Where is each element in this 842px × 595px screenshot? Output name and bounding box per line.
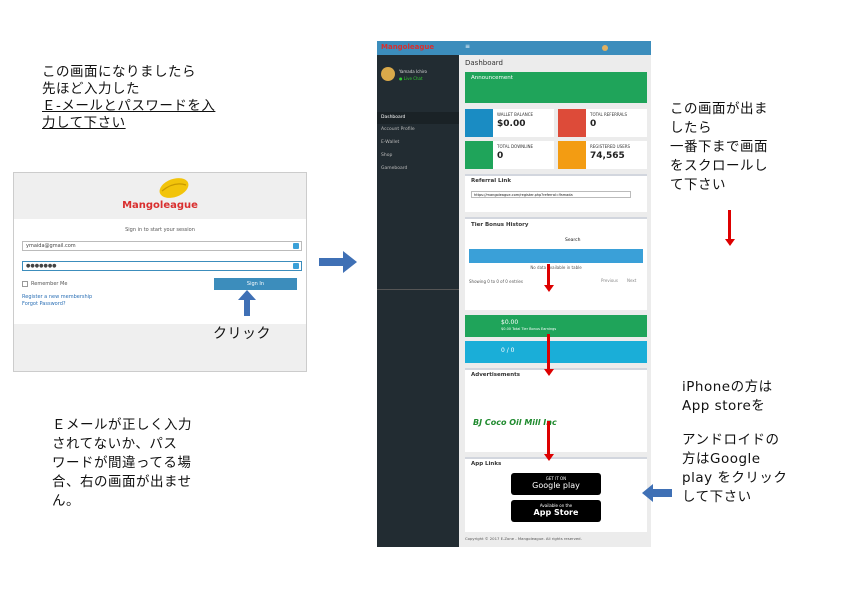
referral-box: Referral Link https://mangoleague.com/re…: [465, 174, 647, 212]
ad-banner[interactable]: BJ Coco Oil Mill Inc: [473, 418, 557, 427]
login-prompt: Sign in to start your session: [125, 227, 195, 233]
red-arrow: [543, 264, 554, 292]
sidebar-item-dashboard[interactable]: Dashboard: [377, 112, 459, 124]
referral-link-input[interactable]: https://mangoleague.com/register.php?ref…: [471, 191, 631, 198]
copyright: Copyright © 2017 E-Zone - Mangoleague. A…: [465, 536, 582, 541]
earnings-box: $0.00 $0.00 Total Tier Bonus Earnings: [465, 315, 647, 337]
red-arrow: [724, 210, 735, 246]
remember-checkbox[interactable]: [22, 281, 28, 287]
error-note: Ｅメールが正しく入力 されてないか、パス ワードが間違ってる場 合、右の画面が出…: [52, 417, 192, 509]
next-button[interactable]: Next: [627, 278, 637, 283]
login-card: Sign in to start your session ymaida@gma…: [14, 219, 306, 324]
user-status: ● Live Chat: [399, 76, 423, 81]
forgot-password-link[interactable]: Forgot Password?: [22, 301, 66, 307]
red-arrow: [543, 421, 554, 461]
page-title: Dashboard: [465, 59, 503, 67]
count-box: 0 / 0: [465, 341, 647, 363]
divider: [377, 289, 459, 290]
password-field[interactable]: ●●●●●●●: [22, 261, 302, 271]
remember-label: Remember Me: [31, 281, 68, 287]
right-arrow-icon: [319, 251, 357, 273]
sidebar: Yamada Ichiro ● Live Chat Dashboard Acco…: [377, 55, 459, 547]
sign-in-button[interactable]: Sign In: [214, 278, 297, 290]
stat-wallet: WALLET BALANCE$0.00: [465, 109, 554, 137]
app-store-button[interactable]: Available on the App Store: [511, 500, 601, 522]
user-name: Yamada Ichiro: [399, 69, 427, 74]
brand-title: Mangoleague: [122, 200, 198, 211]
red-arrow: [543, 334, 554, 376]
dashboard-brand: Mangoleague: [381, 43, 435, 51]
scroll-note: この画面が出ま したら 一番下まで画面 をスクロールし て下さい: [670, 101, 768, 193]
tier-bonus-box: Tier Bonus History Search No data availa…: [465, 217, 647, 310]
instruction-login: この画面になりましたら 先ほど入力した Ｅ-メールとパスワードを入 力して下さい: [42, 64, 216, 131]
user-avatar: [381, 67, 395, 81]
sidebar-item-gameboard[interactable]: Gameboard: [381, 166, 408, 171]
login-screen: Mangoleague Sign in to start your sessio…: [13, 172, 307, 372]
left-arrow-icon: [642, 484, 672, 502]
mango-logo-icon: [159, 178, 189, 198]
prev-button[interactable]: Previous: [601, 278, 618, 283]
register-link[interactable]: Register a new membership: [22, 294, 93, 300]
up-arrow-icon: [238, 290, 256, 316]
click-label: クリック: [213, 326, 271, 342]
google-play-button[interactable]: GET IT ON Google play: [511, 473, 601, 495]
tier-table-header: [469, 249, 643, 263]
dashboard-screen: Mangoleague ≡ Yamada Ichiro ● Live Chat …: [377, 41, 651, 547]
ads-box: Advertisements BJ Coco Oil Mill Inc: [465, 368, 647, 452]
envelope-icon: [293, 243, 299, 249]
menu-toggle-icon[interactable]: ≡: [465, 43, 471, 50]
top-bar: Mangoleague ≡: [377, 41, 651, 55]
app-note: iPhoneの方は App storeを アンドロイドの 方はGoogle pl…: [682, 379, 788, 505]
sidebar-item-shop[interactable]: Shop: [381, 153, 393, 158]
announcement-box: Announcement: [465, 72, 647, 103]
email-field[interactable]: ymaida@gmail.com: [22, 241, 302, 251]
sidebar-item-account-profile[interactable]: Account Profile: [381, 127, 415, 132]
lock-icon: [293, 263, 299, 269]
avatar[interactable]: [602, 45, 608, 51]
sidebar-item-e-wallet[interactable]: E-Wallet: [381, 140, 400, 145]
